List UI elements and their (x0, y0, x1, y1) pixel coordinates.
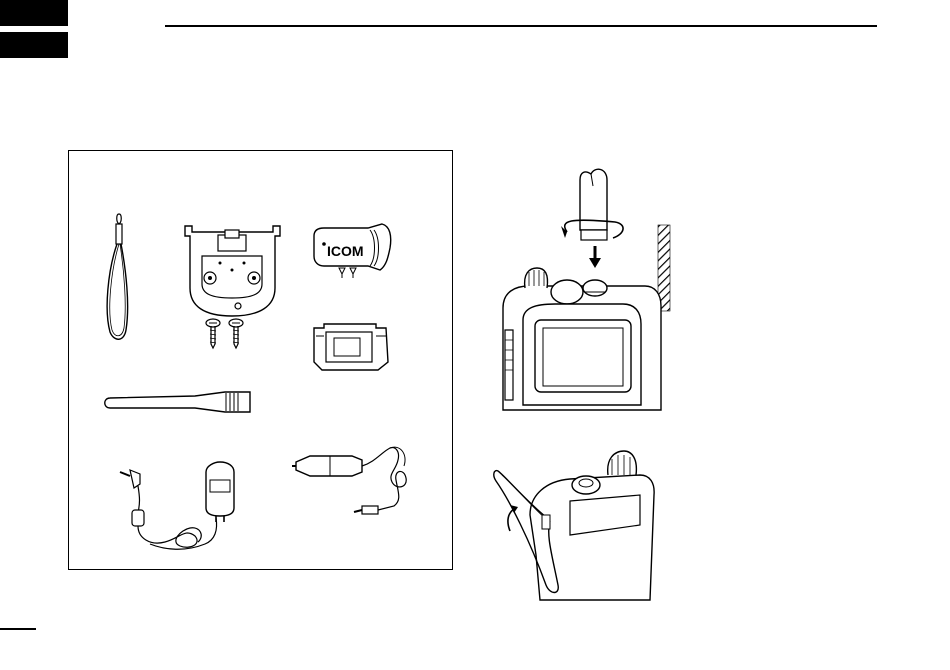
belt-clip-icon: ICOM (310, 222, 395, 284)
hand-strap-attach-illustration (490, 445, 665, 600)
page-tab-bottom (0, 32, 68, 58)
screws-icon (200, 318, 250, 350)
belt-clip-base-icon (180, 218, 285, 318)
ac-adapter-icon (110, 458, 245, 558)
cigarette-lighter-cable-icon (290, 440, 430, 520)
page-tab-top (0, 0, 68, 26)
antenna-attach-illustration (495, 160, 680, 410)
flexible-antenna-icon (100, 388, 255, 418)
belt-clip-logo: ICOM (327, 243, 364, 259)
battery-case-icon (310, 322, 392, 374)
header-rule (165, 25, 877, 27)
footer-rule (0, 628, 36, 630)
hand-strap-icon (100, 210, 140, 345)
